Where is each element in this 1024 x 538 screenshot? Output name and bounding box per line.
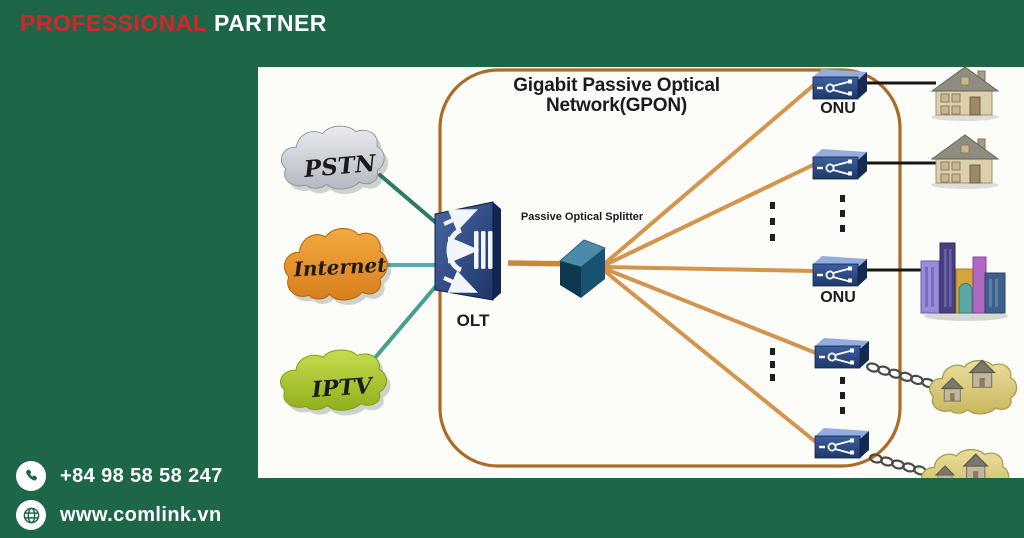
onu-device-3 <box>811 254 869 288</box>
internet-label: Internet <box>292 252 387 282</box>
house-1 <box>930 67 1000 122</box>
diagram-title: Gigabit Passive Optical Network(GPON) <box>513 75 720 116</box>
phone-row: +84 98 58 58 247 <box>16 461 223 491</box>
gpon-diagram-canvas <box>280 67 1018 478</box>
olt-device <box>434 201 501 301</box>
fiber-fan-lines <box>600 82 819 445</box>
splitter-label: Passive Optical Splitter <box>520 211 644 223</box>
drop-lines <box>864 81 936 272</box>
onu-label-mid: ONU <box>820 289 856 306</box>
ellipsis-dots <box>770 195 845 414</box>
olt-label: OLT <box>456 311 490 330</box>
phone-icon <box>16 461 46 491</box>
website-row: www.comlink.vn <box>16 500 222 530</box>
subscriber-cloud-1 <box>929 359 1018 415</box>
onu-label-top: ONU <box>820 100 856 117</box>
chain-link-1 <box>866 362 935 389</box>
house-2 <box>930 134 1000 190</box>
chain-link-2 <box>869 453 927 476</box>
onu-device-2 <box>811 147 869 181</box>
subscriber-cloud-2 <box>921 448 1010 478</box>
city-buildings <box>920 242 1008 321</box>
onu-device-4 <box>813 336 871 370</box>
onu-device-5 <box>813 426 871 460</box>
brand-word-professional: PROFESSIONAL <box>20 10 208 36</box>
gpon-diagram-panel: Gigabit Passive Optical Network(GPON) PS… <box>258 67 1024 478</box>
iptv-label: IPTV <box>310 372 373 404</box>
brand-header: PROFESSIONAL PARTNER <box>20 10 327 37</box>
brand-word-partner: PARTNER <box>213 10 327 36</box>
onu-device-1 <box>811 67 869 101</box>
phone-number: +84 98 58 58 247 <box>60 464 223 487</box>
uplink-lines <box>372 173 443 361</box>
website-url: www.comlink.vn <box>60 503 222 526</box>
globe-icon <box>16 500 46 530</box>
splitter-device <box>558 239 607 298</box>
